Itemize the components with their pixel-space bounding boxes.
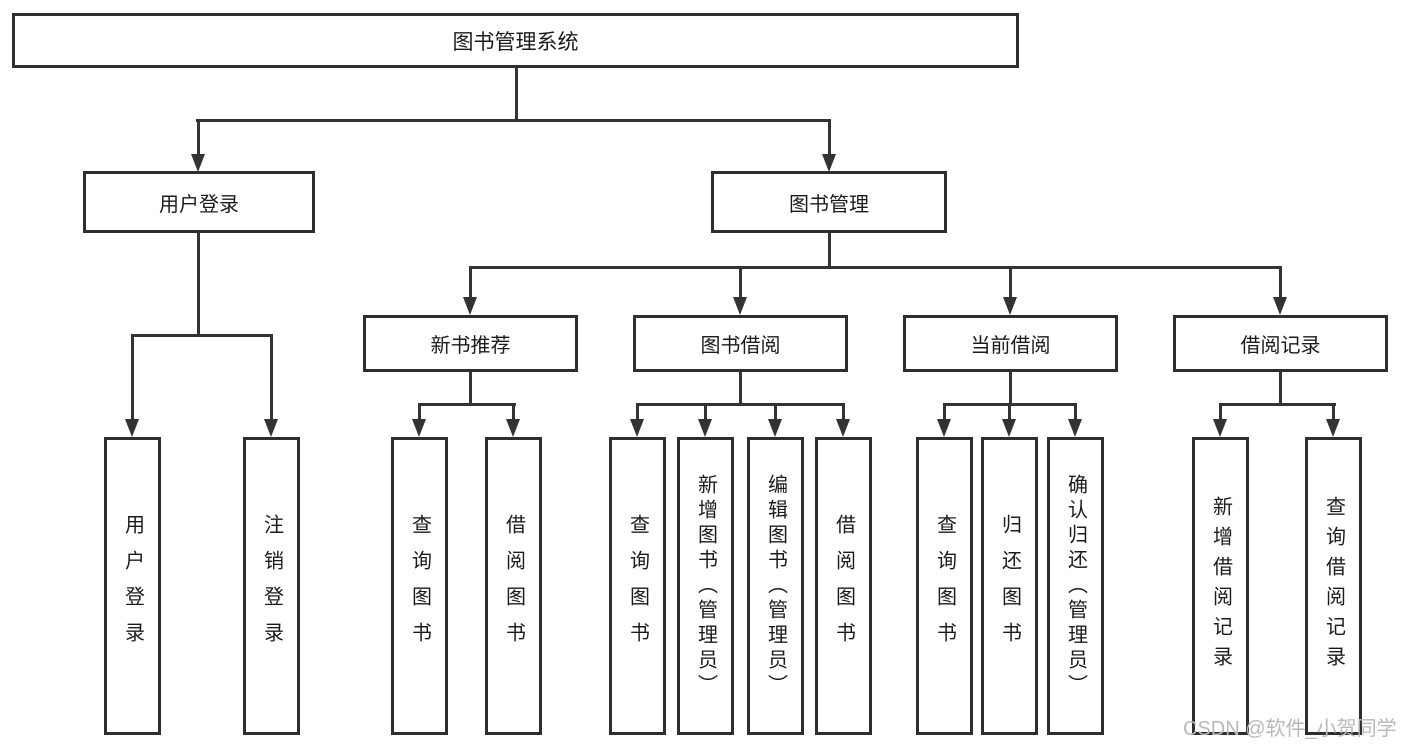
- leaf-current-query: 查询图书: [916, 437, 973, 735]
- arrowhead-down-icon: [937, 419, 951, 437]
- leaf-record-query: 查询借阅记录: [1305, 437, 1362, 735]
- watermark-text: CSDN @软件_小贺同学: [1183, 718, 1397, 740]
- node-book-borrow-label: 图书借阅: [700, 335, 781, 357]
- connector-vline: [1074, 403, 1077, 419]
- leaf-newbook-query: 查询图书: [391, 437, 448, 735]
- leaf-user-login: 用户登录: [104, 437, 161, 735]
- connector-vline: [828, 231, 831, 268]
- leaf-current-return: 归还图书: [981, 437, 1038, 735]
- connector-vline: [1009, 266, 1012, 297]
- connector-vline: [774, 403, 777, 419]
- leaf-borrow-query: 查询图书: [609, 437, 666, 735]
- arrowhead-down-icon: [1002, 419, 1016, 437]
- connector-vline: [512, 403, 515, 419]
- arrowhead-down-icon: [630, 419, 644, 437]
- leaf-borrow-add: 新增图书（管理员）: [677, 437, 734, 735]
- arrowhead-down-icon: [463, 297, 477, 315]
- node-user-login-label: 用户登录: [159, 193, 239, 216]
- connector-vline: [1279, 370, 1282, 405]
- leaf-newbook-borrow: 借阅图书: [485, 437, 542, 735]
- connector-vline: [739, 266, 742, 297]
- node-root: 图书管理系统: [12, 13, 1019, 68]
- connector-vline: [418, 403, 421, 419]
- arrowhead-down-icon: [264, 419, 278, 437]
- leaf-borrow-edit-label: 编辑图书（管理员）: [764, 473, 787, 699]
- connector-vline: [1279, 266, 1282, 297]
- arrowhead-down-icon: [733, 297, 747, 315]
- connector-hline: [418, 403, 516, 406]
- connector-hline: [469, 266, 1282, 269]
- connector-vline: [469, 370, 472, 405]
- node-root-label: 图书管理系统: [452, 30, 579, 54]
- connector-vline: [197, 231, 200, 335]
- connector-hline: [1219, 403, 1336, 406]
- leaf-current-confirm-label: 确认归还（管理员）: [1064, 473, 1087, 699]
- leaf-borrow-borrow: 借阅图书: [815, 437, 872, 735]
- connector-vline: [842, 403, 845, 419]
- leaf-user-login-label: 用户登录: [121, 514, 144, 658]
- leaf-current-return-label: 归还图书: [998, 514, 1021, 658]
- connector-vline: [515, 65, 518, 121]
- arrowhead-down-icon: [506, 419, 520, 437]
- connector-vline: [1332, 403, 1335, 419]
- arrowhead-down-icon: [768, 419, 782, 437]
- connector-hline: [131, 334, 273, 337]
- connector-vline: [197, 119, 200, 155]
- node-new-book-rec-label: 新书推荐: [430, 335, 511, 357]
- arrowhead-down-icon: [191, 154, 205, 172]
- connector-vline: [636, 403, 639, 419]
- arrowhead-down-icon: [412, 419, 426, 437]
- leaf-logout: 注销登录: [243, 437, 300, 735]
- connector-vline: [828, 119, 831, 155]
- arrowhead-down-icon: [822, 154, 836, 172]
- node-user-login: 用户登录: [83, 171, 315, 233]
- node-borrow-record-label: 借阅记录: [1240, 335, 1321, 357]
- connector-vline: [131, 334, 134, 419]
- connector-vline: [1008, 403, 1011, 419]
- leaf-record-query-label: 查询借阅记录: [1322, 496, 1345, 676]
- connector-vline: [270, 334, 273, 419]
- node-book-borrow: 图书借阅: [633, 315, 848, 372]
- connector-hline: [196, 119, 831, 122]
- leaf-newbook-query-label: 查询图书: [408, 514, 431, 658]
- leaf-record-add-label: 新增借阅记录: [1209, 496, 1232, 676]
- leaf-borrow-add-label: 新增图书（管理员）: [694, 473, 717, 699]
- node-current-borrow-label: 当前借阅: [970, 335, 1051, 357]
- node-book-mgmt-label: 图书管理: [789, 193, 869, 216]
- connector-vline: [704, 403, 707, 419]
- connector-vline: [943, 403, 946, 419]
- arrowhead-down-icon: [836, 419, 850, 437]
- leaf-record-add: 新增借阅记录: [1192, 437, 1249, 735]
- leaf-current-confirm: 确认归还（管理员）: [1047, 437, 1104, 735]
- leaf-borrow-edit: 编辑图书（管理员）: [747, 437, 804, 735]
- arrowhead-down-icon: [1326, 419, 1340, 437]
- connector-vline: [1219, 403, 1222, 419]
- node-book-mgmt: 图书管理: [711, 171, 947, 233]
- connector-hline: [636, 403, 845, 406]
- arrowhead-down-icon: [1213, 419, 1227, 437]
- connector-vline: [469, 266, 472, 297]
- arrowhead-down-icon: [125, 419, 139, 437]
- connector-vline: [1009, 370, 1012, 405]
- node-new-book-rec: 新书推荐: [363, 315, 578, 372]
- arrowhead-down-icon: [1068, 419, 1082, 437]
- leaf-borrow-query-label: 查询图书: [626, 514, 649, 658]
- arrowhead-down-icon: [1273, 297, 1287, 315]
- node-borrow-record: 借阅记录: [1173, 315, 1388, 372]
- leaf-logout-label: 注销登录: [260, 514, 283, 658]
- arrowhead-down-icon: [1003, 297, 1017, 315]
- connector-vline: [739, 370, 742, 405]
- node-current-borrow: 当前借阅: [903, 315, 1118, 372]
- leaf-borrow-borrow-label: 借阅图书: [832, 514, 855, 658]
- leaf-newbook-borrow-label: 借阅图书: [502, 514, 525, 658]
- leaf-current-query-label: 查询图书: [933, 514, 956, 658]
- arrowhead-down-icon: [698, 419, 712, 437]
